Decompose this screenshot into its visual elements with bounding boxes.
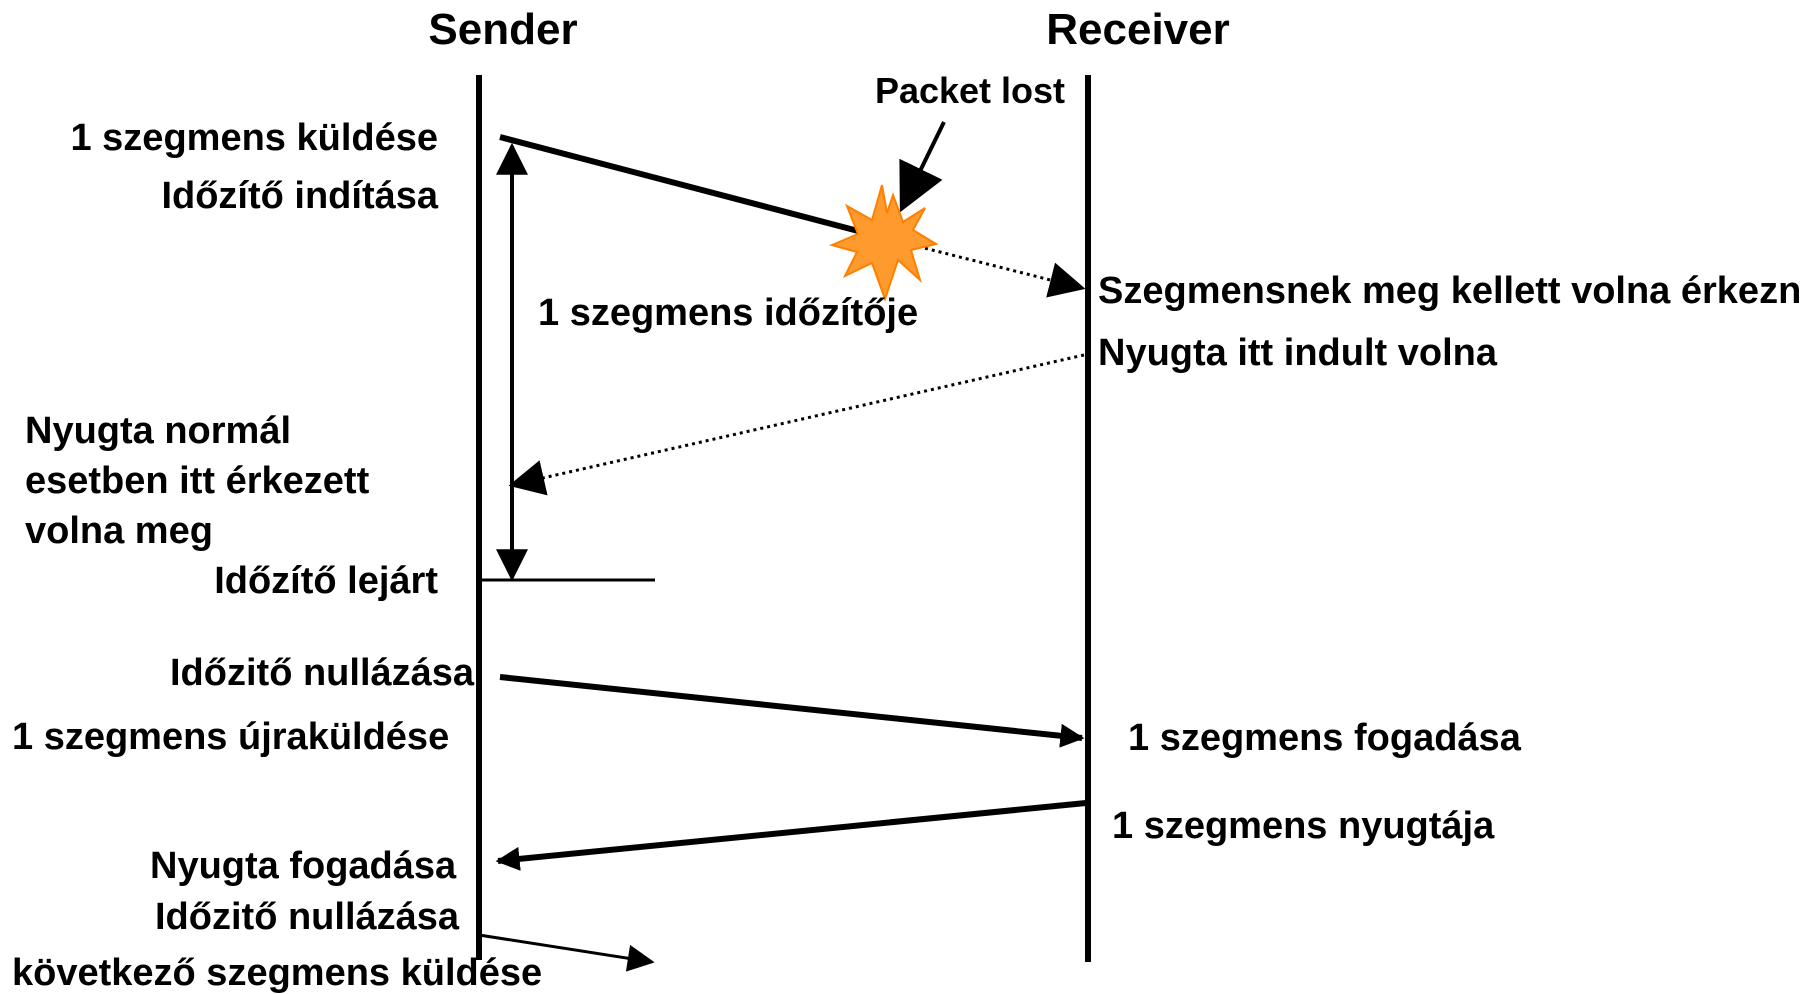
send-one-label: 1 szegmens küldése bbox=[70, 117, 438, 159]
send-next-label: következő szegmens küldése bbox=[12, 952, 542, 994]
ack-normal-line1: Nyugta normál bbox=[25, 410, 291, 452]
receive-one-label: 1 szegmens fogadása bbox=[1128, 717, 1522, 759]
retransmit-arrow bbox=[499, 674, 1085, 748]
ack-of-one-label: 1 szegmens nyugtája bbox=[1112, 805, 1495, 847]
receiver-header: Receiver bbox=[1046, 5, 1229, 54]
ack-normal-line2: esetben itt érkezett bbox=[25, 460, 370, 502]
packet-lost-pointer bbox=[899, 121, 946, 213]
timer-reset-label-1: Időzitő nullázása bbox=[170, 652, 475, 694]
sender-header: Sender bbox=[428, 5, 577, 54]
timer-reset-label-2: Időzitő nullázása bbox=[155, 896, 460, 938]
explosion-burst-icon bbox=[828, 184, 939, 303]
expected-ack-dotted-path bbox=[508, 353, 1085, 496]
ack-would-start-label: Nyugta itt indult volna bbox=[1098, 332, 1498, 374]
ack-normal-line3: volna meg bbox=[25, 510, 213, 552]
packet-lost-label: Packet lost bbox=[875, 70, 1065, 111]
ack-arrow bbox=[495, 800, 1087, 871]
resend-one-label: 1 szegmens újraküldése bbox=[12, 716, 449, 758]
next-segment-arrow bbox=[478, 933, 655, 972]
first-segment-arrow bbox=[499, 134, 863, 235]
should-arrive-label: Szegmensnek meg kellett volna érkeznie bbox=[1098, 270, 1802, 312]
timer-of-one-label: 1 szegmens időzítője bbox=[538, 292, 918, 334]
timer-expired-label: Időzítő lejárt bbox=[214, 560, 438, 602]
ack-receive-label: Nyugta fogadása bbox=[150, 845, 457, 887]
timer-start-label: Időzítő indítása bbox=[161, 175, 438, 217]
